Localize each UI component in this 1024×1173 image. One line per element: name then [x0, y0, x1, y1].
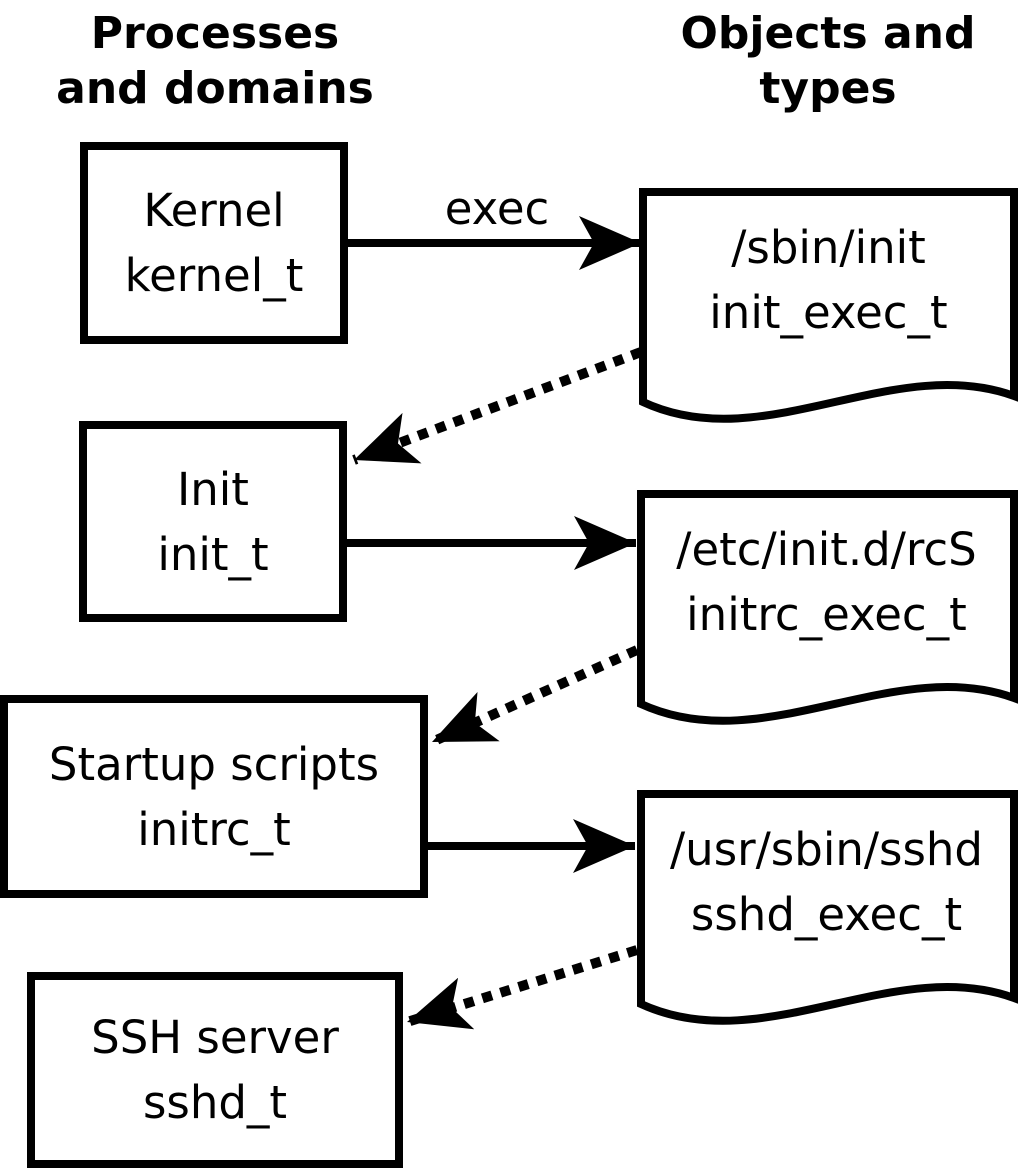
document-shape-initrc-exec	[637, 490, 1018, 725]
transition-arrow-sshd-exec-to-sshd-t	[405, 945, 639, 1030]
document-shape-sshd-exec	[637, 790, 1018, 1025]
process-label: Kernel	[143, 184, 285, 237]
process-label: SSH server	[91, 1011, 339, 1064]
object-path-label: /etc/init.d/rcS	[676, 523, 977, 576]
process-box-ssh-server: SSH server sshd_t	[27, 972, 403, 1168]
object-type-label: init_exec_t	[709, 286, 948, 339]
process-label: Startup scripts	[48, 737, 380, 791]
domain-type-label: initrc_t	[137, 802, 291, 856]
exec-arrow-label: exec	[444, 182, 550, 235]
domain-type-label: init_t	[157, 527, 269, 581]
process-box-startup-scripts: Startup scripts initrc_t	[0, 695, 428, 898]
object-label-sbin-init: /sbin/init init_exec_t	[643, 215, 1014, 345]
object-type-label: sshd_exec_t	[690, 888, 963, 941]
object-label-etc-initd-rcs: /etc/init.d/rcS initrc_exec_t	[641, 517, 1012, 647]
object-path-label: /sbin/init	[731, 221, 926, 274]
left-column-header: Processes and domains	[56, 8, 374, 114]
object-path-label: /usr/sbin/sshd	[670, 823, 983, 876]
document-shape-init-exec	[639, 188, 1018, 423]
object-type-label: initrc_exec_t	[686, 588, 967, 641]
object-label-usr-sbin-sshd: /usr/sbin/sshd sshd_exec_t	[641, 817, 1012, 947]
transition-arrow-init-exec-to-init-t	[352, 347, 643, 465]
process-label: Init	[177, 462, 249, 516]
domain-type-label: sshd_t	[142, 1076, 288, 1129]
process-box-init: Init init_t	[79, 421, 347, 622]
domain-type-label: kernel_t	[124, 249, 304, 302]
transition-arrow-initrc-exec-to-initrc-t	[429, 645, 640, 747]
right-column-header: Objects and types	[680, 8, 976, 114]
process-box-kernel: Kernel kernel_t	[80, 142, 348, 344]
